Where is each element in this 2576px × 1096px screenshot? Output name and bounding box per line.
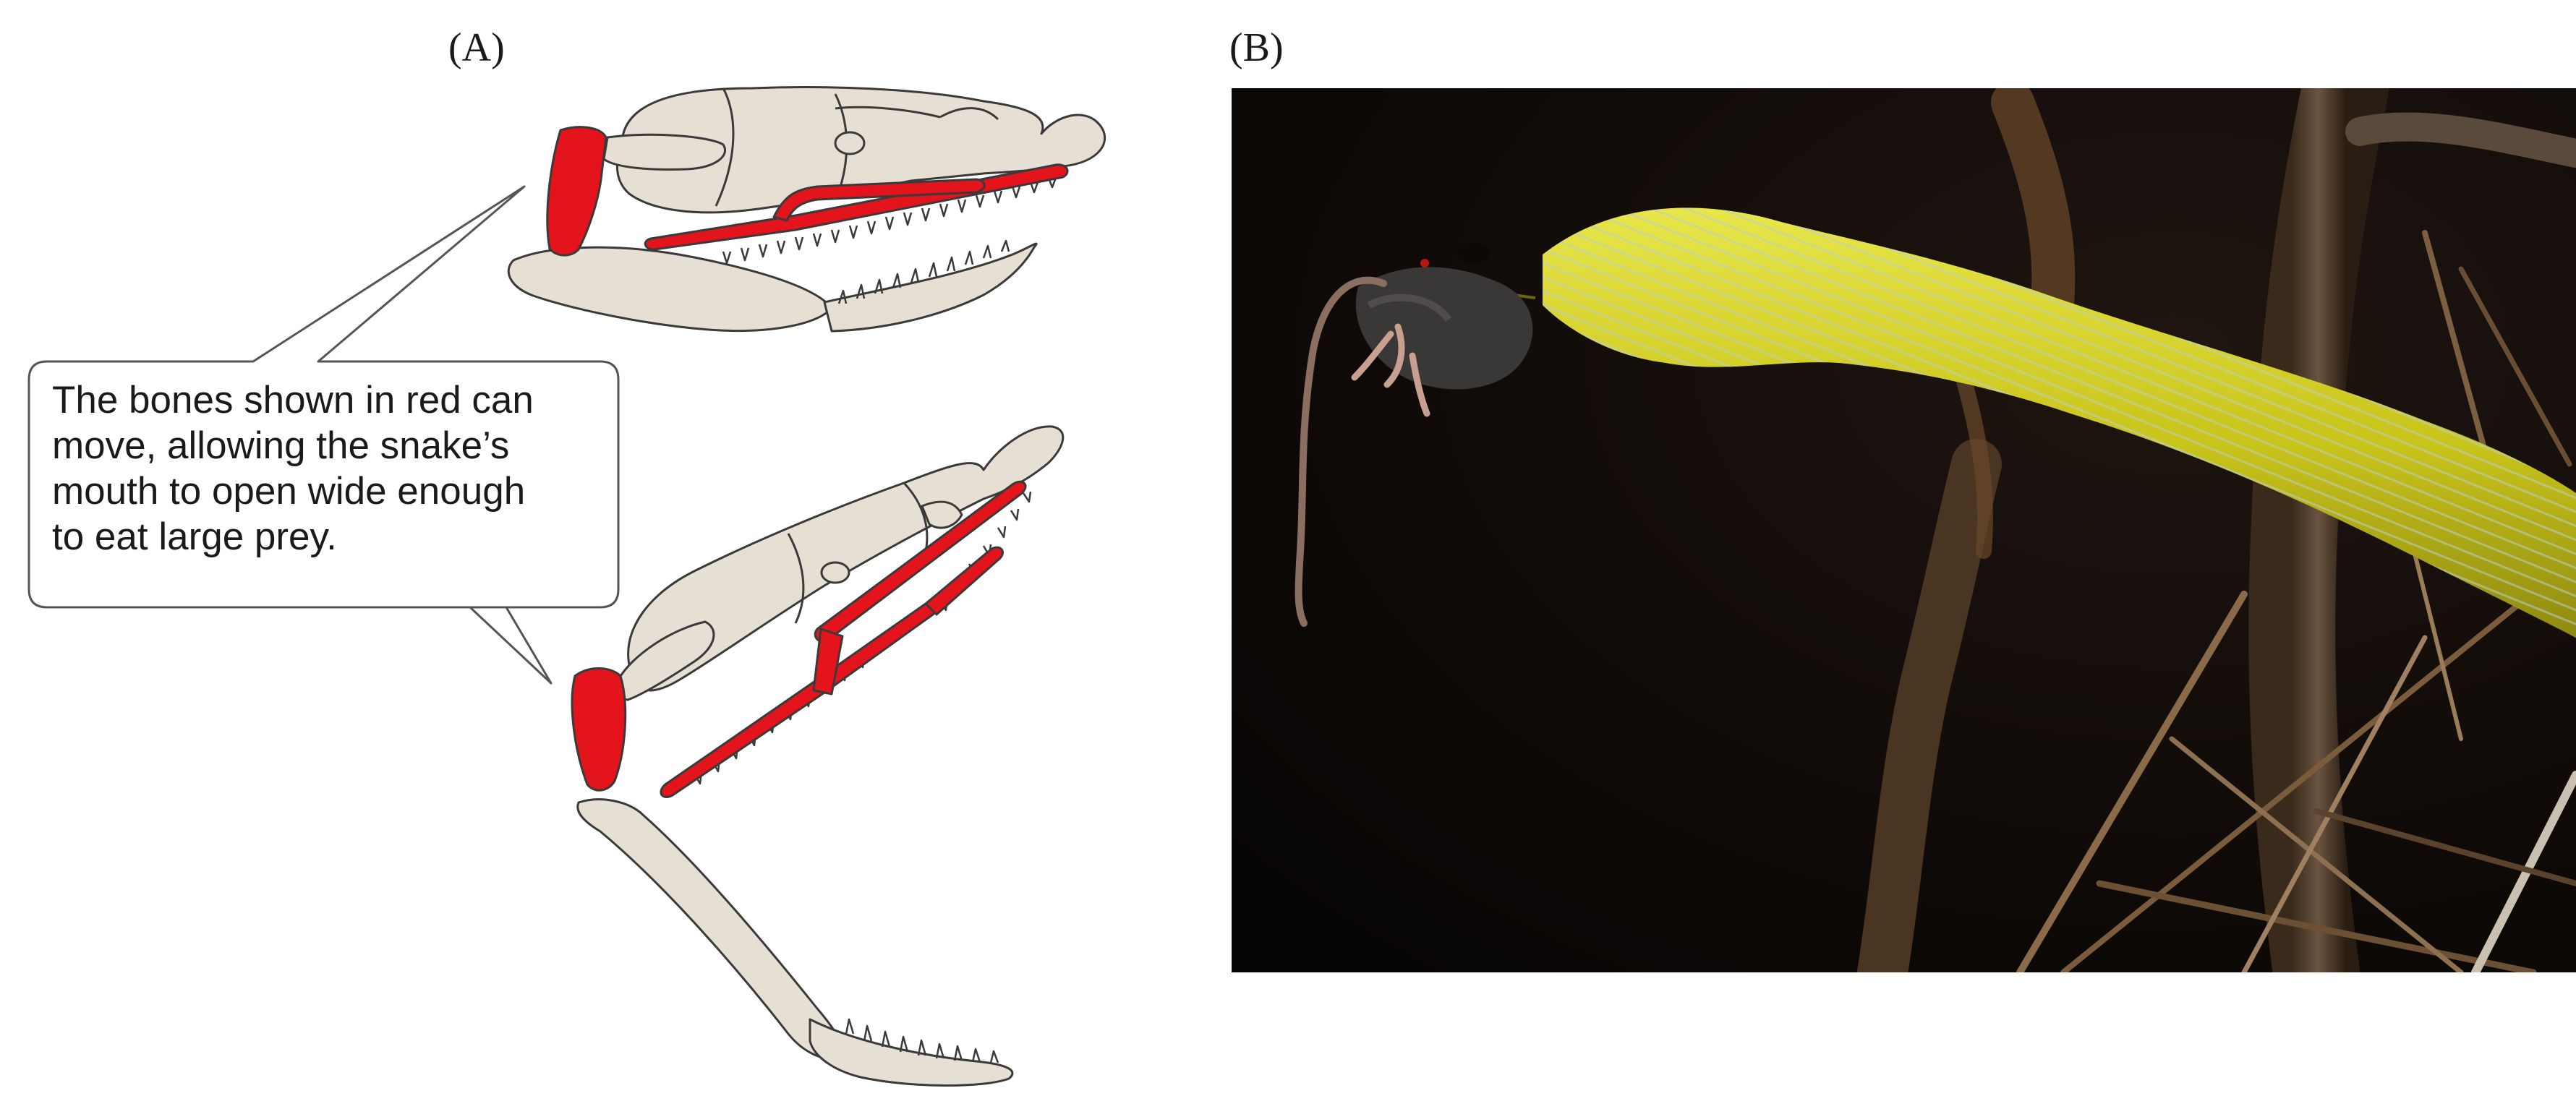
callout-line: The bones shown in red can (52, 377, 602, 423)
snake-eating-mouse-photo (1232, 88, 2576, 972)
snake-eye (1458, 243, 1490, 263)
callout-line: to eat large prey. (52, 514, 602, 560)
panel-label-b: (B) (1229, 27, 1284, 68)
skull-closed-jaw-icon (508, 87, 1104, 331)
skull-open-jaw-icon (572, 427, 1063, 1086)
callout-line: move, allowing the snake’s (52, 423, 602, 468)
callout-line: mouth to open wide enough (52, 468, 602, 514)
callout-text: The bones shown in red can move, allowin… (52, 377, 602, 560)
